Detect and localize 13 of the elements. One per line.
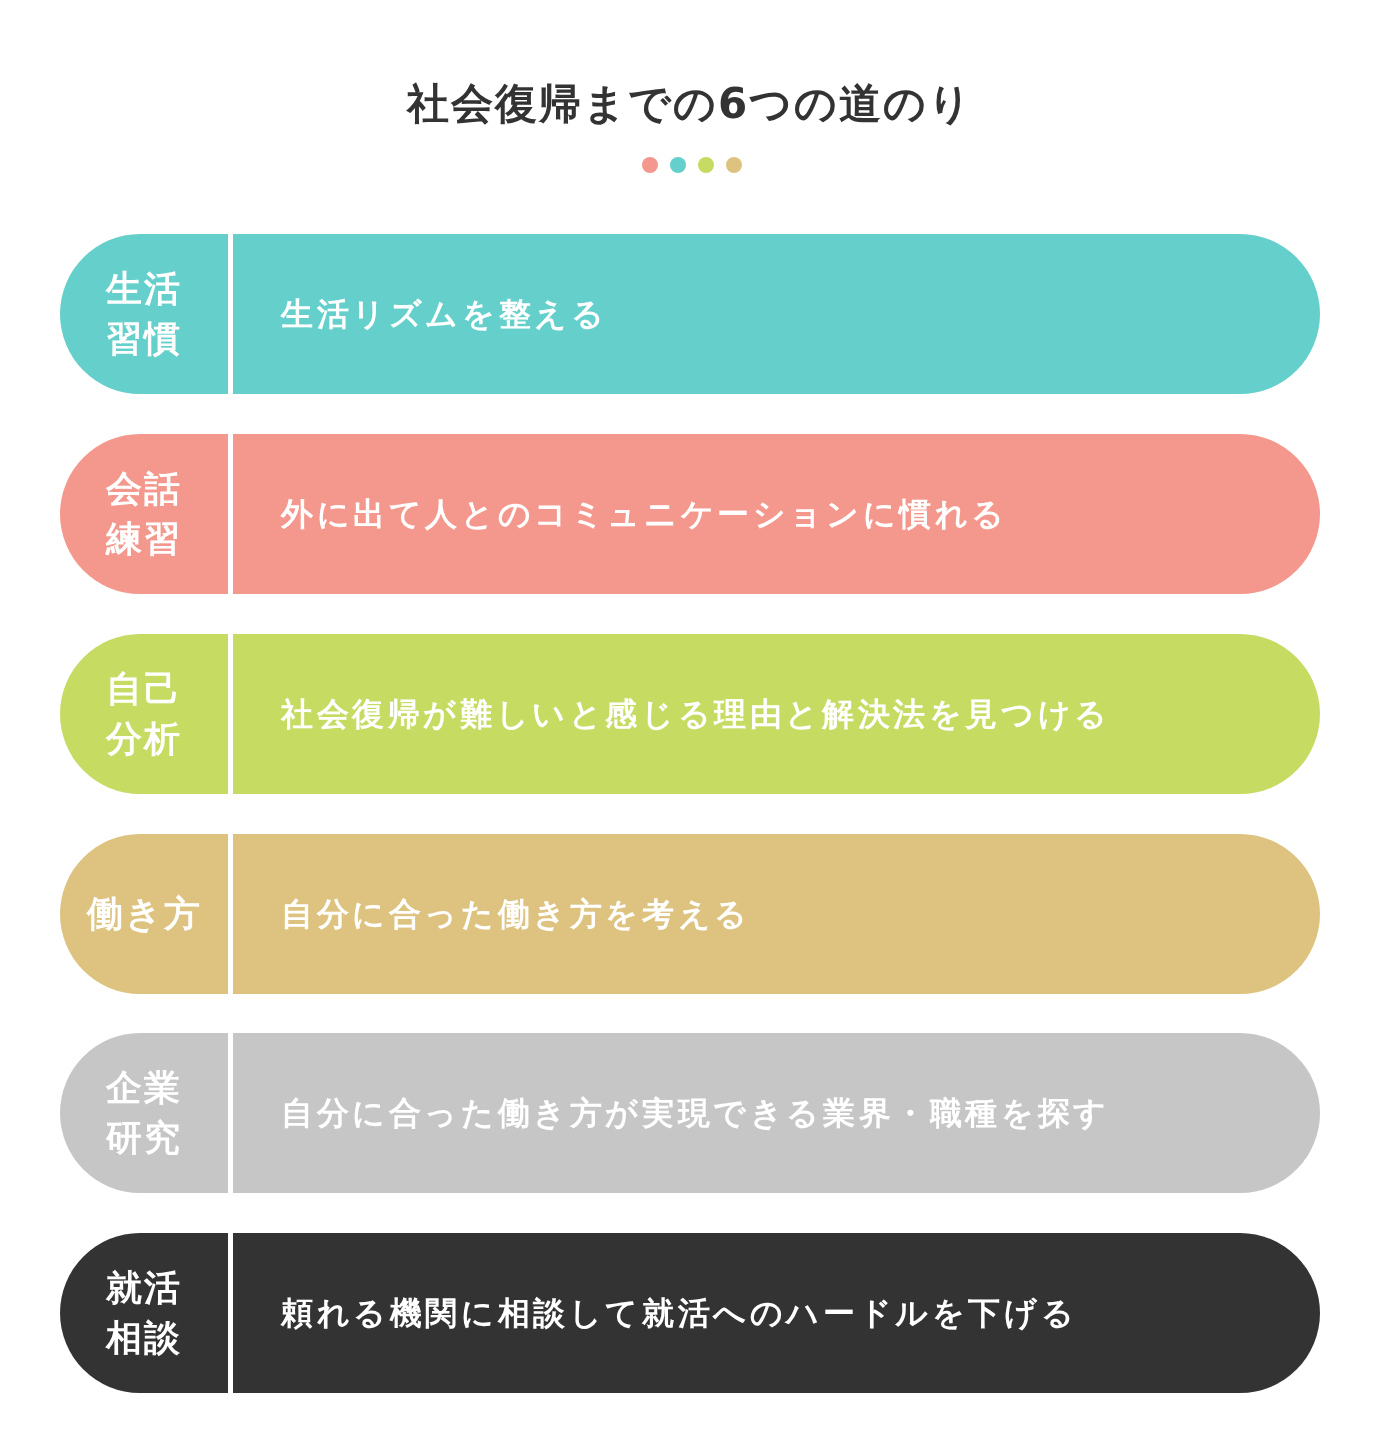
step-heading: 自己分析 [105, 667, 183, 761]
step-heading: 働き方 [86, 892, 202, 936]
title: 社会復帰までの6つの道のり [406, 79, 974, 128]
step-heading: 就活相談 [104, 1266, 183, 1360]
step-description: 自分に合った働き方を考える [281, 894, 751, 935]
step-heading: 生活習慣 [104, 267, 183, 361]
step-description: 頼れる機関に相談して就活へのハードルを下げる [281, 1293, 1078, 1334]
step-description: 自分に合った働き方が実現できる業界・職種を探す [281, 1093, 1110, 1134]
step-heading: 企業研究 [105, 1066, 183, 1160]
step-description: 社会復帰が難しいと感じる理由と解決法を見つける [281, 694, 1111, 735]
step-description: 生活リズムを整える [281, 294, 608, 335]
step-heading: 会話練習 [104, 467, 183, 561]
step-description: 外に出て人とのコミュニケーションに慣れる [281, 494, 1008, 535]
